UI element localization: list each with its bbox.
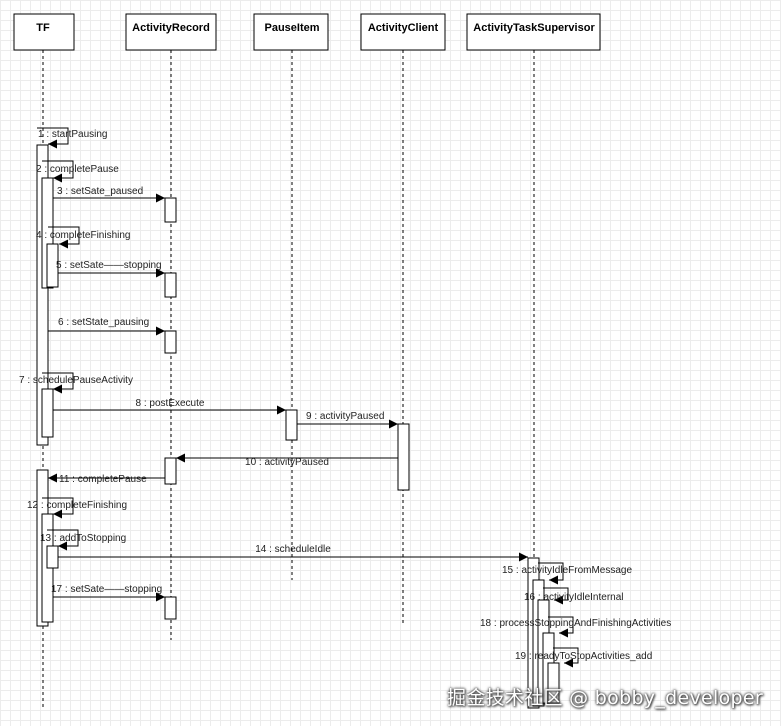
activation-bar: [41, 177, 54, 289]
message-label-13: 13 : addToStopping: [40, 533, 126, 544]
activation-bar: [547, 662, 560, 704]
participant-box-ac: [360, 13, 446, 51]
activation-bar: [164, 272, 177, 298]
message-arrow-18: [548, 616, 574, 638]
message-arrow-13: [47, 529, 79, 551]
activation-bar: [164, 596, 177, 620]
message-arrow-1: [37, 127, 69, 149]
message-label-17: 17 : setSate——stopping: [51, 584, 162, 595]
participant-label-ac: ActivityClient: [368, 22, 439, 34]
participant-box-ats: [466, 13, 601, 51]
message-label-10: 10 : activityPaused: [245, 457, 329, 468]
message-arrow-12: [42, 497, 74, 519]
watermark: 掘金技术社区 @ bobby_developer: [447, 687, 763, 709]
message-label-9: 9 : activityPaused: [306, 411, 384, 422]
activation-bar: [285, 409, 298, 441]
message-label-11: 11 : completePause: [59, 474, 147, 485]
participant-box-ar: [125, 13, 217, 51]
activation-bar: [46, 243, 59, 288]
message-label-6: 6 : setState_pausing: [58, 317, 149, 328]
message-label-16: 16 : activityIdleInternal: [524, 592, 624, 603]
participant-label-tf: TF: [36, 22, 50, 34]
activation-bar: [164, 330, 177, 354]
activation-bar: [164, 457, 177, 485]
message-arrow-16: [543, 587, 569, 605]
message-arrow-2: [42, 160, 74, 183]
message-label-18: 18 : processStoppingAndFinishingActiviti…: [480, 618, 671, 629]
message-label-8: 8 : postExecute: [136, 398, 205, 409]
message-label-1: 1 : startPausing: [38, 129, 107, 140]
message-label-3: 3 : setSate_paused: [57, 186, 143, 197]
participant-label-pi: PauseItem: [264, 22, 319, 34]
message-label-15: 15 : activityIdleFromMessage: [502, 565, 632, 576]
message-label-12: 12 : completeFinishing: [27, 500, 127, 511]
message-arrow-4: [48, 226, 80, 249]
message-label-19: 19 : readyToStopActivities_add: [515, 651, 652, 662]
message-label-7: 7 : schedulePauseActivity: [19, 375, 133, 386]
message-label-14: 14 : scheduleIdle: [255, 544, 331, 555]
activation-bar: [36, 144, 49, 446]
message-arrow-15: [538, 562, 564, 585]
participant-label-ats: ActivityTaskSupervisor: [473, 22, 595, 34]
participant-box-pi: [253, 13, 329, 51]
activation-bar: [397, 423, 410, 491]
message-arrow-7: [42, 372, 74, 394]
activation-bar: [41, 388, 54, 438]
message-label-2: 2 : completePause: [36, 164, 119, 175]
message-arrow-19: [553, 647, 579, 668]
activation-bar: [46, 545, 59, 569]
participant-label-ar: ActivityRecord: [132, 22, 210, 34]
activation-bar: [164, 197, 177, 223]
message-label-4: 4 : completeFinishing: [36, 230, 131, 241]
participant-box-tf: [13, 13, 75, 51]
message-label-5: 5 : setSate——stopping: [56, 260, 162, 271]
